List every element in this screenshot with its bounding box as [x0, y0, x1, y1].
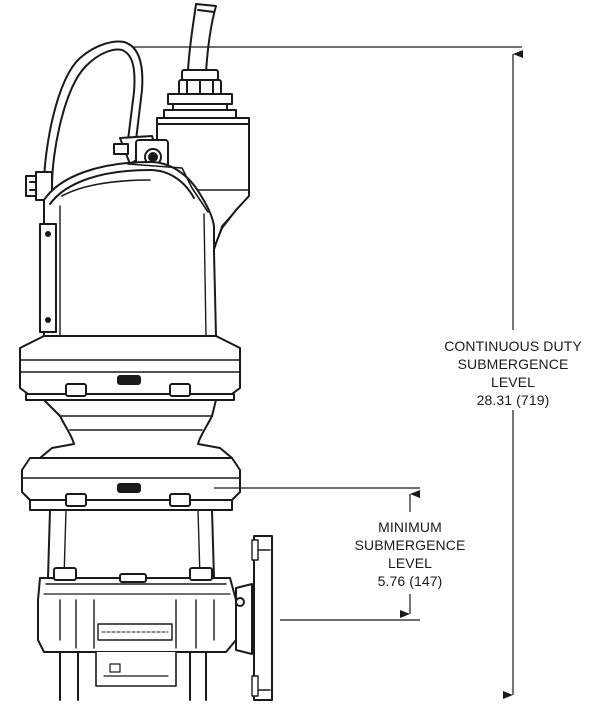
dimension-lines — [132, 46, 523, 699]
volute-body — [37, 509, 237, 701]
power-cable — [163, 3, 237, 119]
motor-housing — [39, 161, 217, 337]
continuous-duty-line2: SUBMERGENCE — [457, 356, 569, 372]
continuous-duty-line1: CONTINUOUS DUTY — [444, 338, 582, 354]
continuous-duty-label: CONTINUOUS DUTY SUBMERGENCE LEVEL 28.31 … — [423, 337, 603, 409]
middle-neck — [39, 399, 233, 459]
minimum-line1: MINIMUM — [378, 519, 442, 535]
lower-flange — [21, 457, 241, 511]
minimum-submergence-label: MINIMUM SUBMERGENCE LEVEL 5.76 (147) — [330, 518, 490, 590]
minimum-line2: SUBMERGENCE — [354, 537, 466, 553]
discharge-flange — [235, 535, 273, 701]
minimum-value: 5.76 (147) — [377, 573, 443, 589]
upper-flange — [19, 335, 241, 401]
continuous-duty-line3: LEVEL — [490, 374, 536, 390]
minimum-line3: LEVEL — [387, 555, 433, 571]
continuous-duty-value: 28.31 (719) — [476, 392, 550, 408]
